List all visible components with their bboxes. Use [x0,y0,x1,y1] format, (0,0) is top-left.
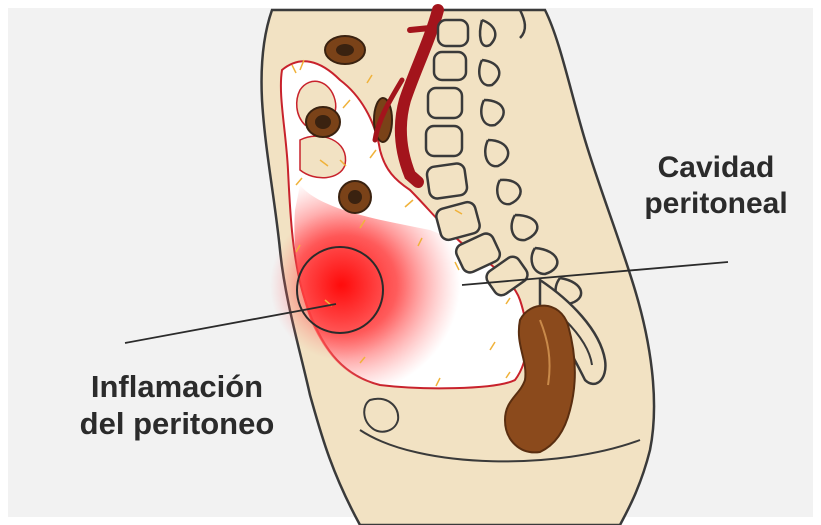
label-peritoneum-inflammation: Inflamación del peritoneo [52,368,302,442]
label-inflammation-line1: Inflamación [52,368,302,405]
label-inflammation-line2: del peritoneo [52,405,302,442]
label-peritoneal-cavity: Cavidad peritoneal [616,150,816,222]
label-cavity-line1: Cavidad [616,150,816,186]
label-cavity-line2: peritoneal [616,186,816,222]
